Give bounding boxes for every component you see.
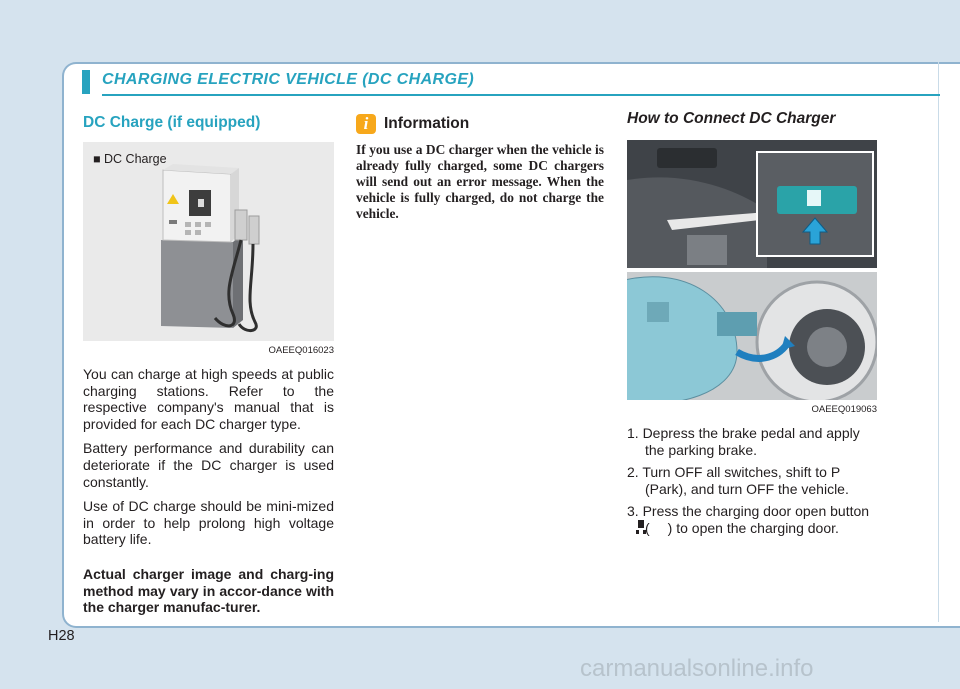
header-underline bbox=[102, 94, 940, 96]
dashboard-photo bbox=[627, 140, 877, 268]
dc-charger-figure: ■ DC Charge bbox=[83, 142, 334, 341]
step-item: 2. Turn OFF all switches, shift to P (Pa… bbox=[627, 464, 849, 497]
step-text: 3. Press the charging door open button ( bbox=[627, 503, 870, 536]
page-rule bbox=[938, 62, 939, 622]
info-text: If you use a DC charger when the vehicle… bbox=[356, 142, 604, 221]
header-bar bbox=[82, 70, 90, 94]
dc-charger-icon bbox=[161, 164, 260, 332]
dc-charge-heading: DC Charge (if equipped) bbox=[83, 114, 261, 131]
charging-door-photo bbox=[627, 272, 877, 400]
charging-door-button-icon bbox=[807, 190, 821, 206]
step-item: 3. Press the charging door open button (… bbox=[627, 503, 877, 536]
step-text-tail: ) to open the charging door. bbox=[667, 519, 839, 536]
figure-code: OAEEQ019063 bbox=[811, 404, 878, 415]
step-item: 1. Depress the brake pedal and apply the… bbox=[627, 425, 860, 458]
charging-door-illustration bbox=[627, 272, 877, 400]
left-column: DC Charge (if equipped) ■ DC Charge bbox=[83, 108, 334, 624]
how-to-connect-heading: How to Connect DC Charger bbox=[627, 110, 836, 127]
charging-door-button-inline-icon bbox=[635, 519, 666, 535]
watermark: carmanualsonline.info bbox=[580, 655, 814, 682]
section-header-title: CHARGING ELECTRIC VEHICLE (DC CHARGE) bbox=[102, 71, 475, 88]
info-header: i Information bbox=[356, 114, 604, 134]
arrow-up-icon bbox=[801, 217, 829, 245]
dashboard-illustration bbox=[627, 140, 877, 268]
figure-code: OAEEQ016023 bbox=[268, 345, 335, 356]
info-title: Information bbox=[384, 115, 470, 132]
figure-label: ■ DC Charge bbox=[93, 152, 167, 166]
charger-note: Actual charger image and charg-ing metho… bbox=[83, 565, 334, 616]
right-column: How to Connect DC Charger OAEEQ019063 bbox=[627, 108, 877, 543]
paragraph: Use of DC charge should be mini-mized in… bbox=[83, 498, 334, 548]
page-number: H28 bbox=[48, 628, 75, 644]
paragraph: Battery performance and durability can d… bbox=[83, 440, 334, 490]
info-column: i Information If you use a DC charger wh… bbox=[356, 114, 604, 222]
info-icon: i bbox=[356, 114, 376, 134]
paragraph: You can charge at high speeds at public … bbox=[83, 366, 334, 432]
